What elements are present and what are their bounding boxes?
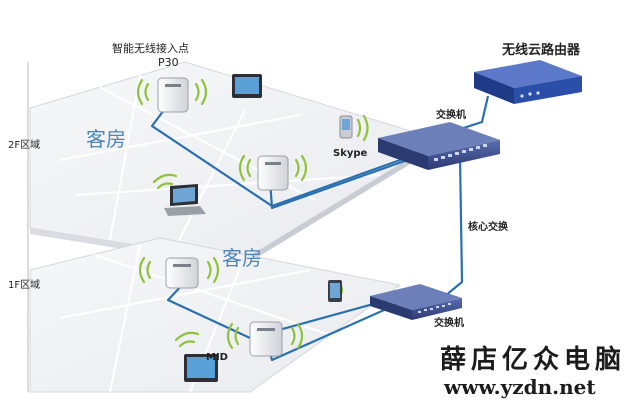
access-point-1f-right[interactable]	[249, 321, 283, 357]
mid-label: MID	[206, 352, 228, 363]
cloud-router[interactable]	[474, 60, 582, 104]
watermark-brand: 薛店亿众电脑	[440, 345, 626, 375]
room-lower-label: 客房	[222, 246, 262, 270]
room-upper-label: 客房	[86, 127, 126, 151]
phone-device-1f	[328, 280, 342, 302]
floor-lower-label: 1F区域	[8, 278, 40, 291]
router-label: 无线云路由器	[501, 42, 581, 58]
phone-device-skype	[339, 115, 353, 139]
ap-title-label: 智能无线接入点	[112, 41, 189, 55]
floor-upper-label: 2F区域	[8, 138, 40, 151]
watermark-url: www.yzdn.net	[443, 375, 596, 399]
skype-label: Skype	[333, 148, 368, 159]
switch-lower-label: 交换机	[434, 316, 464, 329]
ap-model-label: P30	[158, 56, 179, 69]
access-point-2f-top[interactable]	[157, 77, 189, 113]
switch-upper[interactable]	[378, 122, 500, 170]
access-point-2f-mid[interactable]	[257, 155, 289, 191]
core-link-label: 核心交换	[468, 220, 509, 233]
switch-lower[interactable]	[370, 284, 462, 320]
tablet-device-2f	[232, 74, 262, 98]
switch-upper-label: 交换机	[436, 108, 466, 121]
tablet-device-mid	[184, 354, 218, 382]
access-point-1f-left[interactable]	[165, 257, 199, 289]
laptop-device-2f	[164, 184, 206, 216]
